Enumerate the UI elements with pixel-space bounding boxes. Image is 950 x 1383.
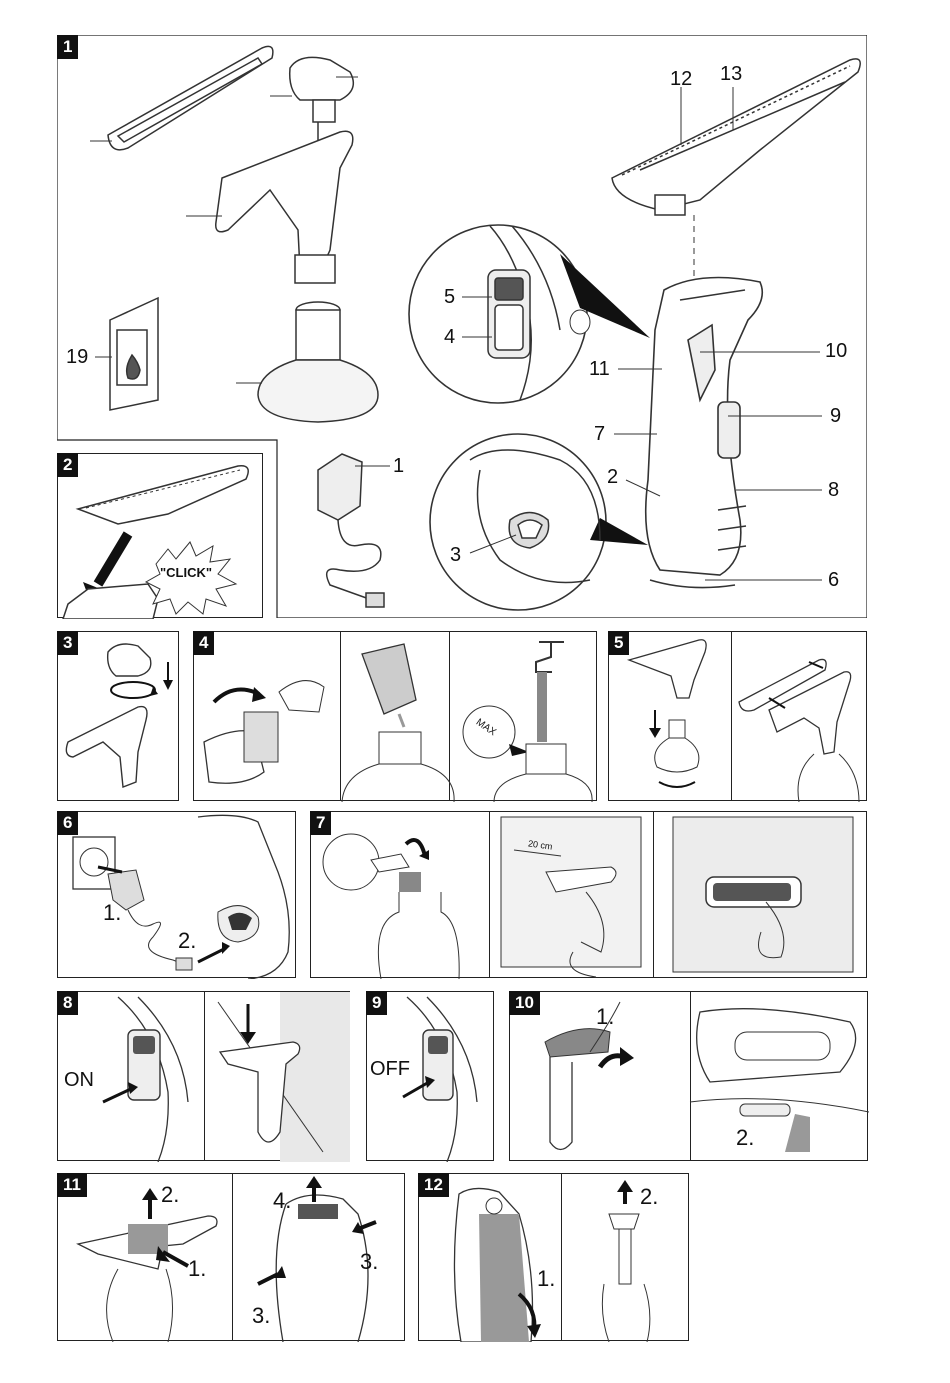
callout-6: 6 (828, 569, 839, 592)
step-2-label: 2. (640, 1184, 658, 1210)
panel-2-drawing (58, 454, 264, 619)
callout-12: 12 (670, 68, 692, 91)
step-4-label: 4. (273, 1188, 291, 1214)
panel-11-remove-nozzle (57, 1173, 405, 1341)
step-3-label-left: 3. (252, 1303, 270, 1329)
callout-7: 7 (594, 423, 605, 446)
panel-number: 3 (57, 631, 78, 655)
panel-3-drawing (58, 632, 180, 802)
click-label: "CLICK" (160, 565, 212, 580)
panel-7-spray-clean (310, 811, 867, 978)
panel-number: 11 (57, 1173, 87, 1197)
step-1-label: 1. (596, 1004, 614, 1030)
step-2-label: 2. (736, 1125, 754, 1151)
panel-4-fill-detergent (193, 631, 597, 801)
callout-11: 11 (589, 358, 610, 381)
callout-1: 1 (393, 455, 404, 478)
callout-3: 3 (450, 544, 461, 567)
callout-4: 4 (444, 326, 455, 349)
panel-4-drawing (194, 632, 598, 802)
on-label: ON (64, 1069, 94, 1092)
panel-number: 7 (310, 811, 331, 835)
step-1-label: 1. (103, 900, 121, 926)
callout-13: 13 (720, 63, 742, 86)
panel-7-drawing (311, 812, 868, 979)
step-3-label-right: 3. (360, 1249, 378, 1275)
step-1-label: 1. (537, 1266, 555, 1292)
step-1-label: 1. (188, 1256, 206, 1282)
panel-2-attach-nozzle (57, 453, 263, 618)
callout-5: 5 (444, 286, 455, 309)
panel-number: 2 (57, 453, 78, 477)
panel-number: 12 (418, 1173, 449, 1197)
panel-number: 5 (608, 631, 629, 655)
callout-19: 19 (66, 346, 88, 369)
step-2-label: 2. (161, 1182, 179, 1208)
panel-8-drawing (58, 992, 351, 1162)
panel-number: 8 (57, 991, 78, 1015)
panel-number: 10 (509, 991, 540, 1015)
panel-6-charging (57, 811, 296, 978)
callout-8: 8 (828, 479, 839, 502)
panel-3-screw-spray-head (57, 631, 179, 801)
panel-5-drawing (609, 632, 868, 802)
panel-number: 4 (193, 631, 214, 655)
panel-number: 1 (57, 35, 78, 59)
callout-2: 2 (607, 466, 618, 489)
callout-9: 9 (830, 405, 841, 428)
panel-5-attach-bottle-pad (608, 631, 867, 801)
panel-10-drawing (510, 992, 869, 1162)
callout-10: 10 (825, 340, 847, 363)
panel-number: 6 (57, 811, 78, 835)
panel-11-drawing (58, 1174, 406, 1342)
panel-8-switch-on (57, 991, 350, 1161)
step-2-label: 2. (178, 928, 196, 954)
off-label: OFF (370, 1058, 410, 1081)
panel-number: 9 (366, 991, 387, 1015)
panel-10-empty-tank (509, 991, 868, 1161)
